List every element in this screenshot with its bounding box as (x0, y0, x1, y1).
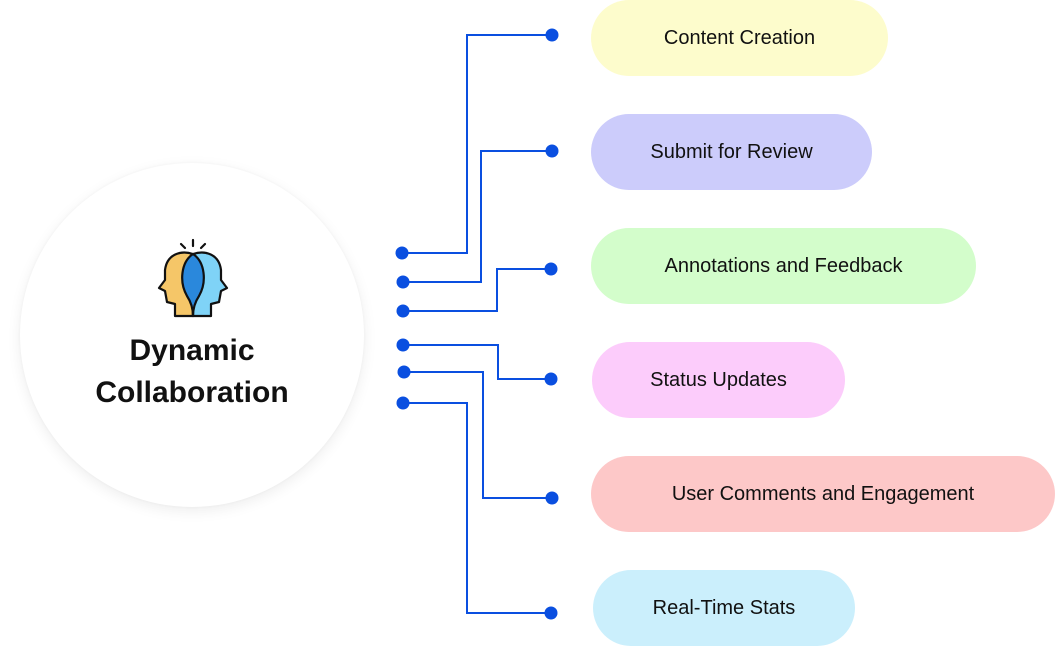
connector-line-5 (404, 371, 552, 499)
connector-dot-end-1 (545, 28, 559, 42)
connector-dot-start-1 (395, 246, 409, 260)
hub-circle (20, 163, 364, 507)
pill-label: Status Updates (650, 368, 787, 391)
pill-label: Submit for Review (650, 140, 813, 163)
connector-line-1 (402, 34, 552, 254)
pill-annotations-and-feedback: Annotations and Feedback (591, 228, 976, 304)
pill-label: Real-Time Stats (652, 596, 796, 619)
connector-line-4 (403, 344, 551, 380)
pill-label: Content Creation (663, 26, 816, 49)
pill-status-updates: Status Updates (592, 342, 845, 418)
pill-real-time-stats: Real-Time Stats (593, 570, 855, 646)
connector-dot-end-2 (545, 144, 559, 158)
connector-line-3 (403, 268, 551, 312)
pill-submit-for-review: Submit for Review (591, 114, 872, 190)
connector-dot-start-6 (396, 396, 410, 410)
connector-line-6 (403, 402, 551, 614)
connector-dot-end-6 (544, 606, 558, 620)
two-heads-collaboration-icon (157, 238, 229, 318)
pill-content-creation: Content Creation (591, 0, 888, 76)
connector-dot-end-3 (544, 262, 558, 276)
connector-line-2 (403, 150, 552, 283)
pill-label: Annotations and Feedback (664, 254, 903, 277)
hub-title-line-1: Dynamic (129, 334, 255, 367)
hub-title: Dynamic Collaboration (40, 330, 344, 414)
connector-dot-start-2 (396, 275, 410, 289)
connector-dot-start-5 (397, 365, 411, 379)
connector-dot-start-3 (396, 304, 410, 318)
pill-user-comments-and-engagement: User Comments and Engagement (591, 456, 1055, 532)
connector-dot-end-4 (544, 372, 558, 386)
connector-dot-end-5 (545, 491, 559, 505)
hub-title-line-2: Collaboration (95, 376, 289, 409)
connector-dot-start-4 (396, 338, 410, 352)
pill-label: User Comments and Engagement (671, 482, 975, 505)
